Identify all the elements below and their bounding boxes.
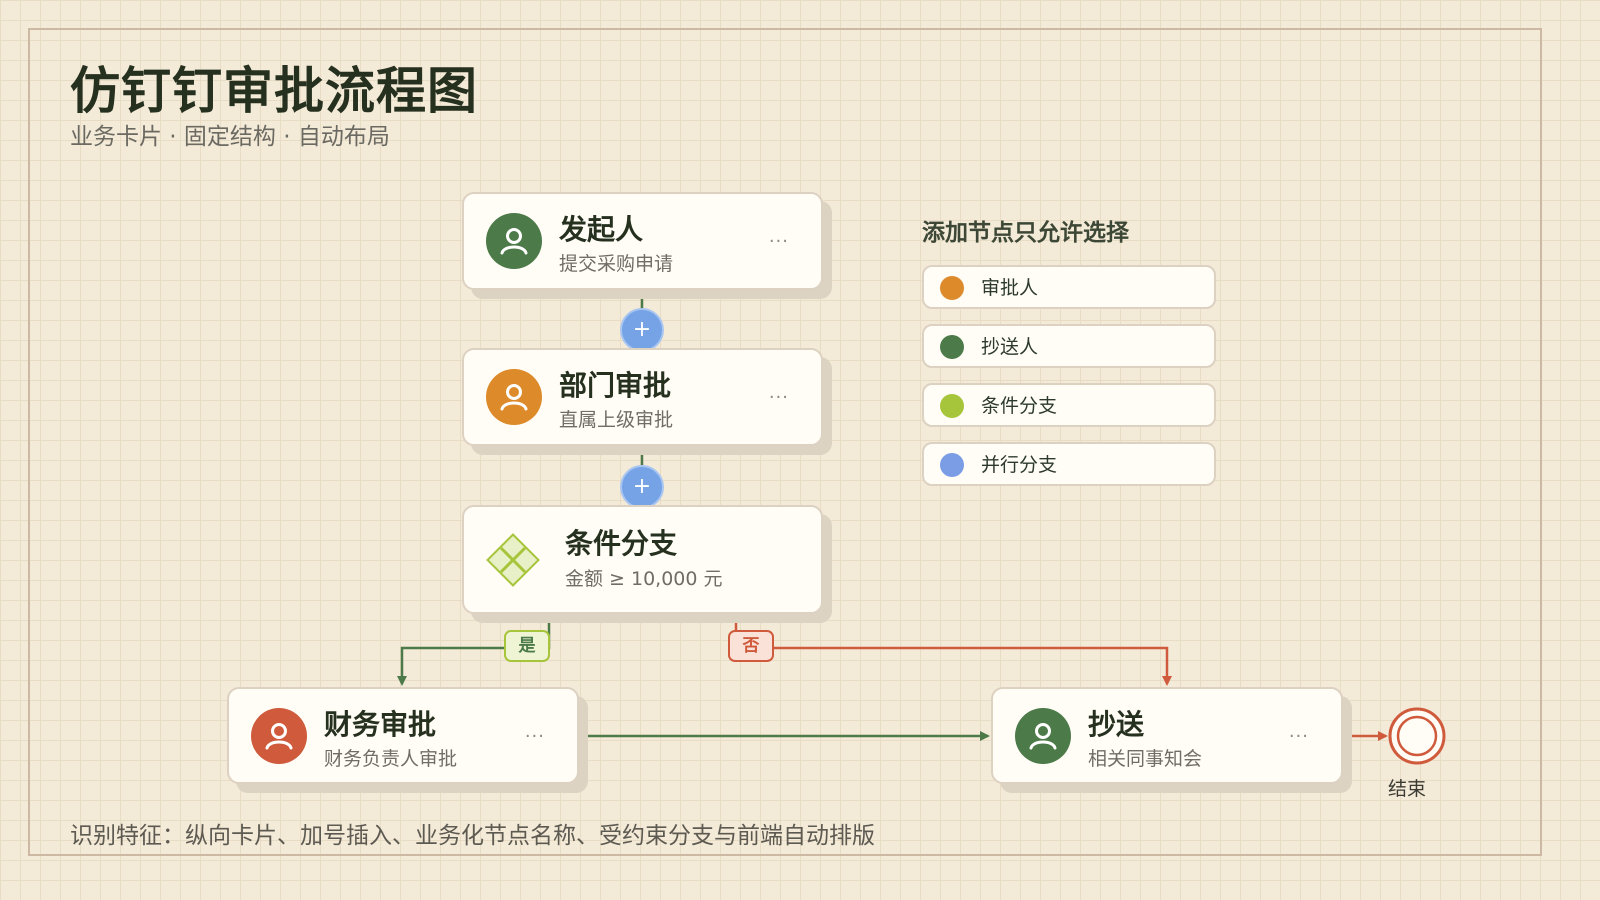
- legend-heading: 添加节点只允许选择: [922, 220, 1129, 246]
- legend-dot: [940, 394, 964, 418]
- node-subtitle: 相关同事知会: [1088, 748, 1203, 770]
- node-subtitle: 直属上级审批: [559, 409, 674, 431]
- node-subtitle: 财务负责人审批: [324, 748, 458, 770]
- node-card-initiator[interactable]: 发起人 提交采购申请 ···: [462, 192, 823, 290]
- person-icon: [1015, 708, 1071, 764]
- add-node-button[interactable]: +: [620, 308, 664, 352]
- end-node-label: 结束: [1388, 778, 1427, 800]
- legend-item-cc[interactable]: 抄送人: [922, 324, 1216, 368]
- node-title: 财务审批: [324, 708, 437, 741]
- more-options-button[interactable]: ···: [768, 231, 789, 252]
- end-node-icon: [1388, 707, 1446, 765]
- legend-label: 条件分支: [981, 395, 1058, 417]
- more-options-button[interactable]: ···: [768, 387, 789, 408]
- person-icon: [486, 369, 542, 425]
- node-card-finance-approval[interactable]: 财务审批 财务负责人审批 ···: [227, 687, 579, 784]
- node-title: 抄送: [1088, 708, 1145, 741]
- person-icon: [486, 213, 542, 269]
- node-card-cc[interactable]: 抄送 相关同事知会 ···: [991, 687, 1343, 784]
- more-options-button[interactable]: ···: [524, 726, 545, 747]
- node-card-dept-approval[interactable]: 部门审批 直属上级审批 ···: [462, 348, 823, 446]
- page-subtitle: 业务卡片 · 固定结构 · 自动布局: [70, 124, 390, 150]
- node-card-condition[interactable]: 条件分支 金额 ≥ 10,000 元: [462, 505, 823, 614]
- footer-note: 识别特征：纵向卡片、加号插入、业务化节点名称、受约束分支与前端自动排版: [70, 823, 875, 849]
- add-node-button[interactable]: +: [620, 465, 664, 509]
- node-subtitle: 提交采购申请: [559, 253, 674, 275]
- legend-label: 审批人: [981, 277, 1039, 299]
- canvas-frame: [28, 28, 1542, 856]
- edge-yes-branch: [397, 614, 551, 686]
- legend-label: 抄送人: [981, 336, 1039, 358]
- branch-label-no: 否: [728, 630, 774, 662]
- node-condition-expression: 金额 ≥ 10,000 元: [565, 568, 723, 590]
- condition-diamond-icon: [482, 529, 544, 595]
- node-title: 发起人: [559, 213, 644, 246]
- legend-label: 并行分支: [981, 454, 1058, 476]
- legend-item-condition[interactable]: 条件分支: [922, 383, 1216, 427]
- node-title: 条件分支: [565, 527, 678, 560]
- legend-dot: [940, 335, 964, 359]
- legend-item-parallel[interactable]: 并行分支: [922, 442, 1216, 486]
- node-title: 部门审批: [559, 369, 672, 402]
- legend-dot: [940, 276, 964, 300]
- branch-label-yes: 是: [504, 630, 550, 662]
- person-icon: [251, 708, 307, 764]
- more-options-button[interactable]: ···: [1288, 726, 1309, 747]
- edge-no-branch: [734, 614, 1172, 686]
- legend-dot: [940, 453, 964, 477]
- page-title: 仿钉钉审批流程图: [70, 62, 478, 120]
- legend-item-approver[interactable]: 审批人: [922, 265, 1216, 309]
